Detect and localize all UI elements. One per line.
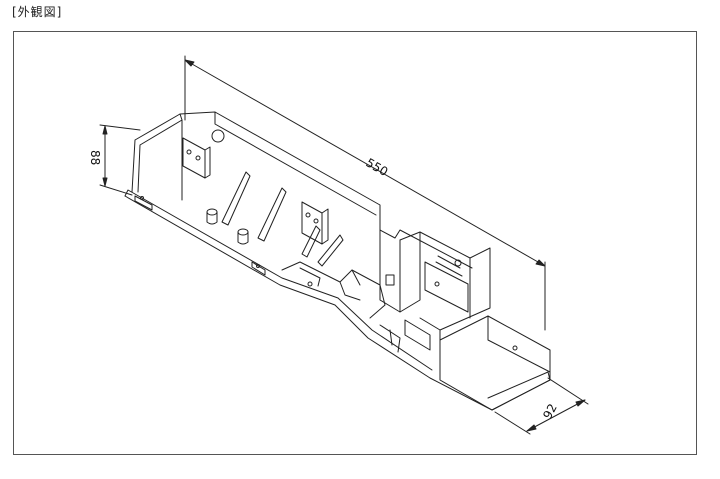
post-top — [206, 208, 218, 216]
left-end-wall — [131, 113, 183, 193]
boss-hole — [313, 218, 319, 224]
boss-hole — [186, 149, 192, 155]
right-box-edge — [439, 257, 471, 376]
dimension-height: 88 — [88, 124, 141, 196]
dimension-depth-label: 92 — [540, 401, 560, 421]
part-body — [124, 111, 551, 411]
dimension-depth: 92 — [494, 377, 589, 435]
box-hole — [454, 259, 462, 267]
rib — [221, 171, 251, 226]
center-slot — [385, 274, 395, 286]
tab-hole — [256, 264, 260, 268]
base-front-edge — [124, 195, 551, 411]
arrow-head — [575, 399, 586, 407]
lower-detail — [379, 324, 401, 353]
middle-step — [281, 261, 386, 319]
mounting-boss — [182, 137, 206, 179]
boss-hole — [305, 212, 311, 218]
tab-hole — [140, 196, 144, 200]
base-top-edge — [124, 189, 433, 371]
dimension-line — [526, 399, 586, 432]
post — [206, 211, 218, 225]
base-hole — [307, 281, 313, 287]
middle-detail — [339, 269, 361, 301]
rib — [317, 234, 344, 267]
arrow-head — [535, 259, 546, 267]
arrow-head — [184, 59, 195, 67]
mounting-boss-side — [321, 208, 329, 245]
post-top — [237, 228, 249, 236]
boss-hole — [195, 155, 201, 161]
dimension-line — [184, 59, 546, 267]
extension-line — [99, 124, 141, 131]
extension-line — [494, 411, 531, 435]
center-block — [379, 229, 401, 313]
back-wall-inner — [214, 111, 377, 216]
mounting-boss — [301, 201, 323, 245]
arrow-head — [526, 424, 537, 432]
rib — [301, 225, 321, 258]
middle-detail — [299, 267, 321, 287]
mounting-boss-side — [204, 146, 211, 179]
tray-hole — [512, 345, 518, 351]
post — [237, 231, 249, 245]
extension-line — [99, 184, 133, 196]
right-box — [419, 231, 491, 331]
extension-line — [547, 377, 589, 405]
center-block-side — [399, 231, 421, 313]
arrow-head — [102, 177, 108, 187]
arrow-head — [102, 125, 108, 135]
right-box-window — [424, 261, 469, 313]
dimension-length: 550 — [184, 55, 546, 331]
rib — [257, 187, 287, 242]
wall-hole — [211, 129, 225, 143]
base-tab — [134, 195, 153, 211]
base-tab — [251, 261, 266, 276]
drawing-frame — [13, 31, 697, 455]
right-tray-inner — [487, 315, 551, 373]
box-hole — [434, 281, 440, 287]
lower-block — [404, 319, 431, 351]
dimension-height-label: 88 — [88, 150, 102, 165]
figure-caption: [外観図] — [12, 5, 63, 19]
